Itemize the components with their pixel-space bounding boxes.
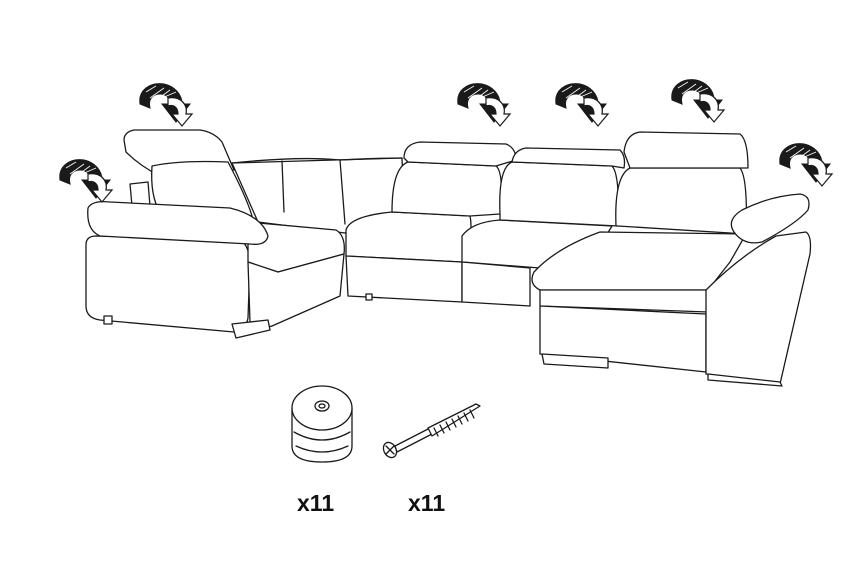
middle-backrest-1 <box>391 161 502 217</box>
rotate-arrow-icon <box>555 83 609 127</box>
rotate-arrow-icon <box>139 83 193 127</box>
right-chaise-seat <box>531 231 747 291</box>
right-chaise-backrest <box>615 167 748 235</box>
rotate-arrow-icon <box>457 83 511 127</box>
spacer-icon <box>291 385 353 463</box>
rotate-arrow-icon <box>59 159 113 203</box>
left-module-base <box>85 235 251 333</box>
middle-seat-1 <box>345 211 472 263</box>
screw-quantity-label: x11 <box>408 490 446 516</box>
right-armrest <box>705 231 812 385</box>
screw-icon <box>382 403 481 459</box>
rotate-arrow-icon <box>779 143 833 187</box>
right-headrest <box>730 193 810 244</box>
spacer-quantity-label: x11 <box>297 490 335 516</box>
sofa-drawing <box>85 129 812 387</box>
middle-backrest-2 <box>499 161 620 227</box>
rotate-arrow-icon <box>671 79 725 123</box>
